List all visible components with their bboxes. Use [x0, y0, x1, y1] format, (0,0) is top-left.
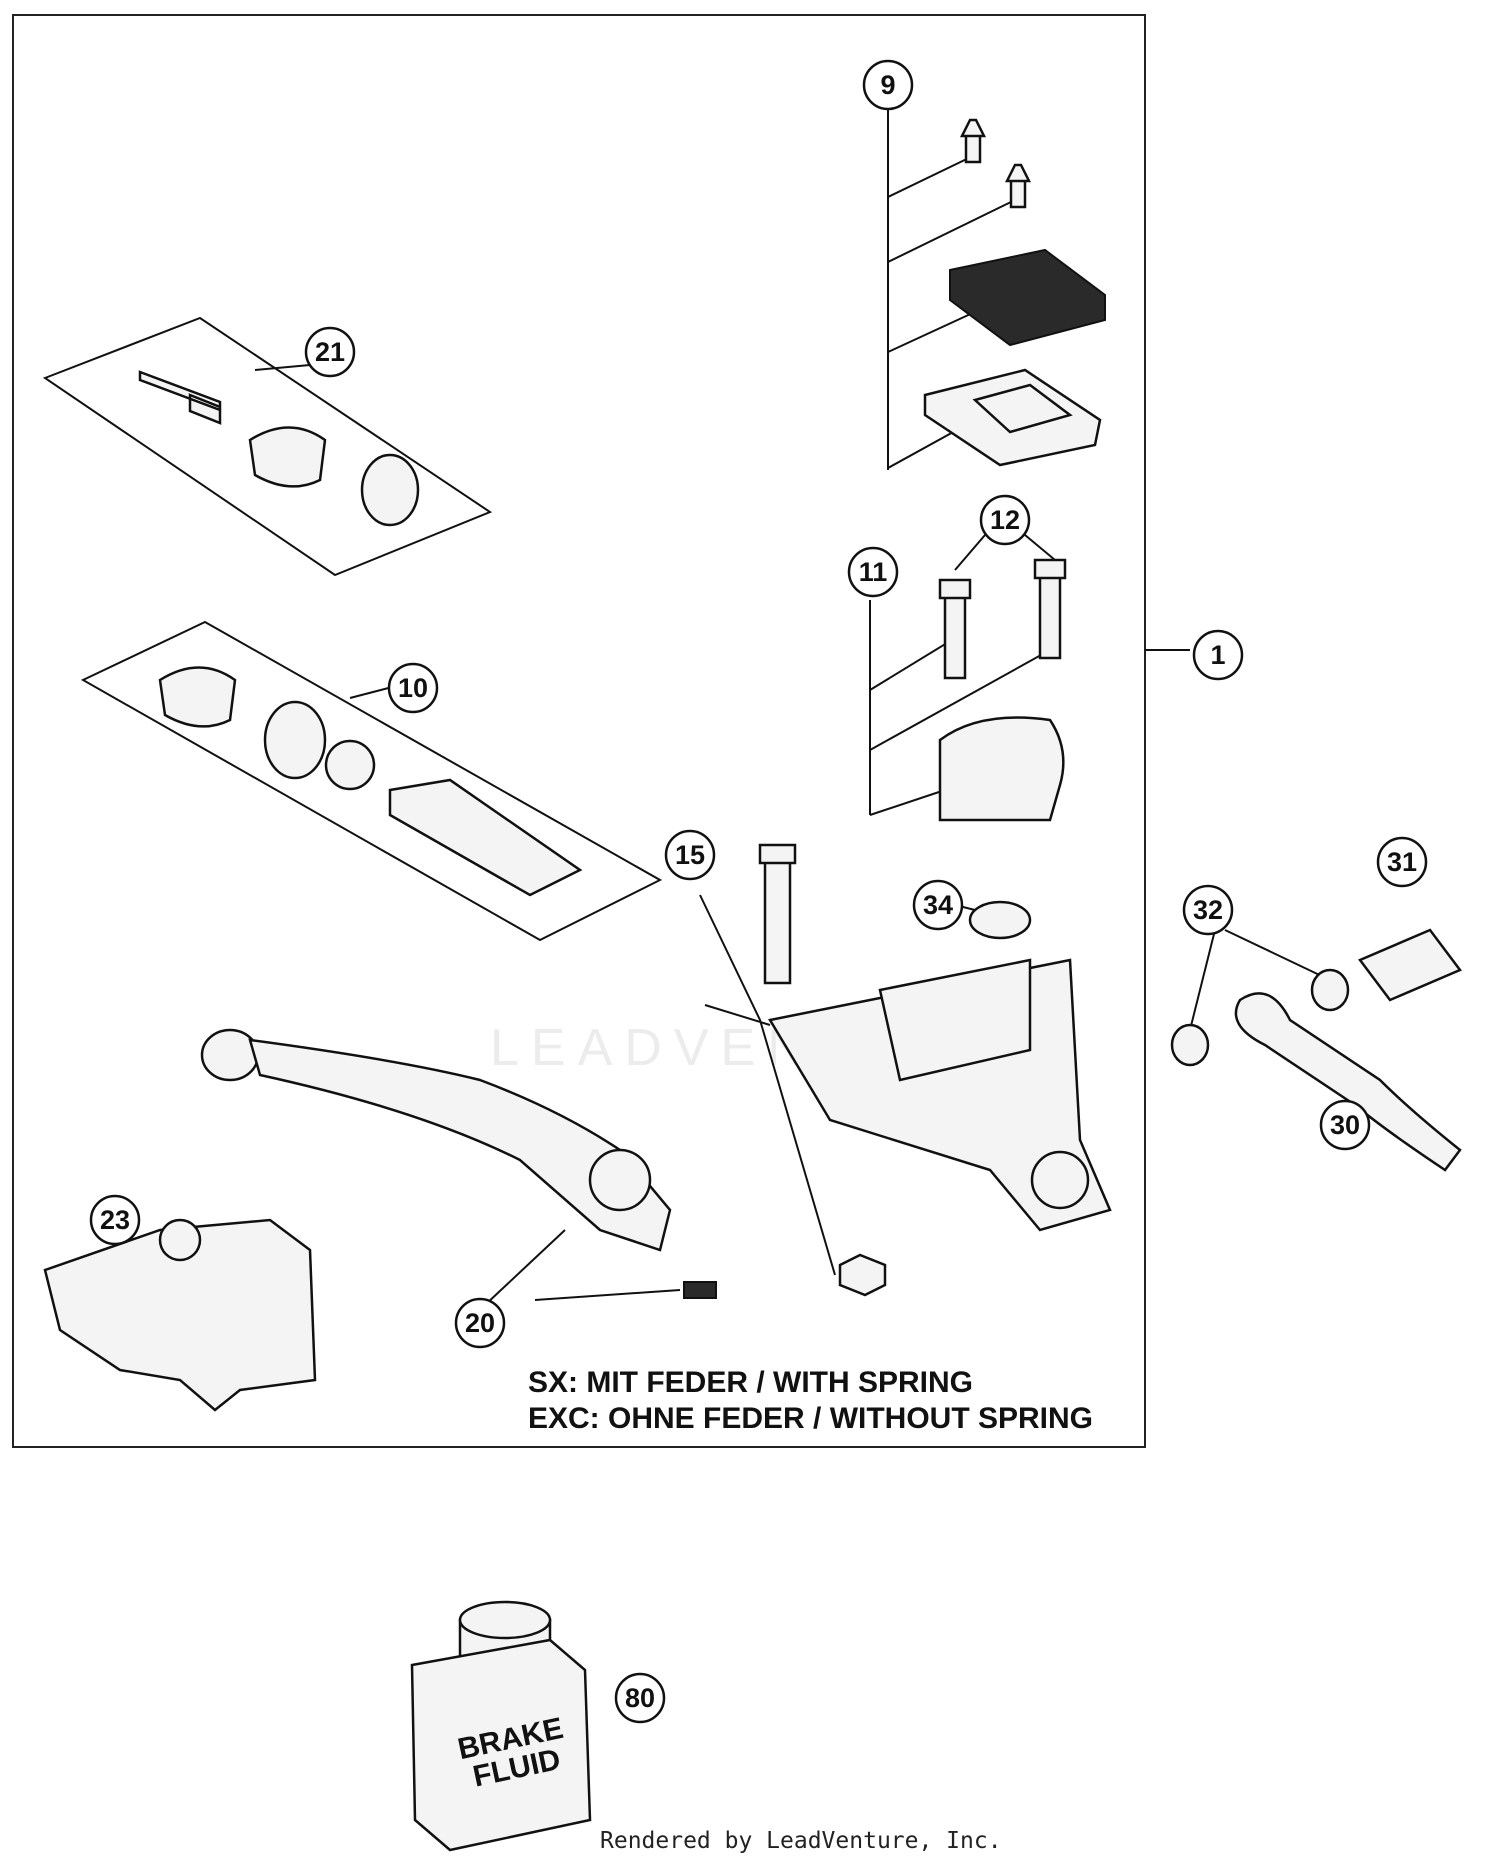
callout-32: 32: [1182, 884, 1234, 936]
part-11-12-clamp: [869, 534, 1067, 822]
callout-label: 9: [880, 70, 895, 100]
callout-label: 21: [315, 337, 345, 367]
callout-34: 34: [912, 879, 964, 931]
callout-label: 12: [990, 505, 1020, 535]
callout-80: 80: [614, 1672, 666, 1724]
part-23-cover: [43, 1218, 317, 1412]
part-9-reservoir-cap: [887, 110, 1106, 470]
callout-circle: [304, 326, 356, 378]
callout-label: 80: [625, 1683, 655, 1713]
callout-circle: [979, 494, 1031, 546]
callout-circle: [664, 829, 716, 881]
part-15-bolt: [699, 843, 887, 1297]
part-34: [954, 900, 1032, 940]
callout-circle: [847, 546, 899, 598]
callout-label: 31: [1387, 847, 1417, 877]
callout-23: 23: [89, 1194, 141, 1246]
part-21-kit: [42, 316, 493, 577]
callout-circle: [387, 662, 439, 714]
callout-circle: [89, 1194, 141, 1246]
callout-21: 21: [304, 326, 356, 378]
callout-10: 10: [387, 662, 439, 714]
callout-label: 11: [859, 557, 888, 587]
callout-label: 30: [1330, 1110, 1360, 1140]
callout-label: 15: [675, 840, 705, 870]
callout-31: 31: [1376, 836, 1428, 888]
footer-credit: Rendered by LeadVenture, Inc.: [600, 1828, 1002, 1854]
part-80-brake-fluid: BRAKE FLUID: [410, 1600, 592, 1852]
note-line-2: EXC: OHNE FEDER / WITHOUT SPRING: [528, 1402, 1093, 1435]
callout-circle: [1319, 1099, 1371, 1151]
callout-1: 1: [1192, 629, 1244, 681]
part-20-lever: [200, 1028, 717, 1306]
part-1-master-cylinder: [768, 649, 1190, 1232]
callout-circle: [1182, 884, 1234, 936]
callout-label: 23: [100, 1205, 130, 1235]
callout-circle: [454, 1297, 506, 1349]
callout-circle: [1192, 629, 1244, 681]
callout-circle: [614, 1672, 666, 1724]
callout-20: 20: [454, 1297, 506, 1349]
part-30-32-hose: [1170, 928, 1462, 1172]
callout-circle: [862, 59, 914, 111]
callout-15: 15: [664, 829, 716, 881]
callouts: 1 9 10 11 12 15 20 21 23 30 31 32 34 80: [89, 59, 1428, 1724]
part-10-kit: [80, 620, 663, 942]
callout-circle: [1376, 836, 1428, 888]
note-line-1: SX: MIT FEDER / WITH SPRING: [528, 1366, 973, 1399]
callout-11: 11: [847, 546, 899, 598]
assembly-frame: [12, 14, 1146, 1448]
callout-label: 20: [465, 1308, 495, 1338]
callout-label: 1: [1210, 640, 1225, 670]
callout-label: 34: [923, 890, 953, 920]
callout-label: 32: [1193, 895, 1223, 925]
callout-12: 12: [979, 494, 1031, 546]
callout-9: 9: [862, 59, 914, 111]
callout-label: 10: [398, 673, 428, 703]
callout-circle: [912, 879, 964, 931]
callout-30: 30: [1319, 1099, 1371, 1151]
